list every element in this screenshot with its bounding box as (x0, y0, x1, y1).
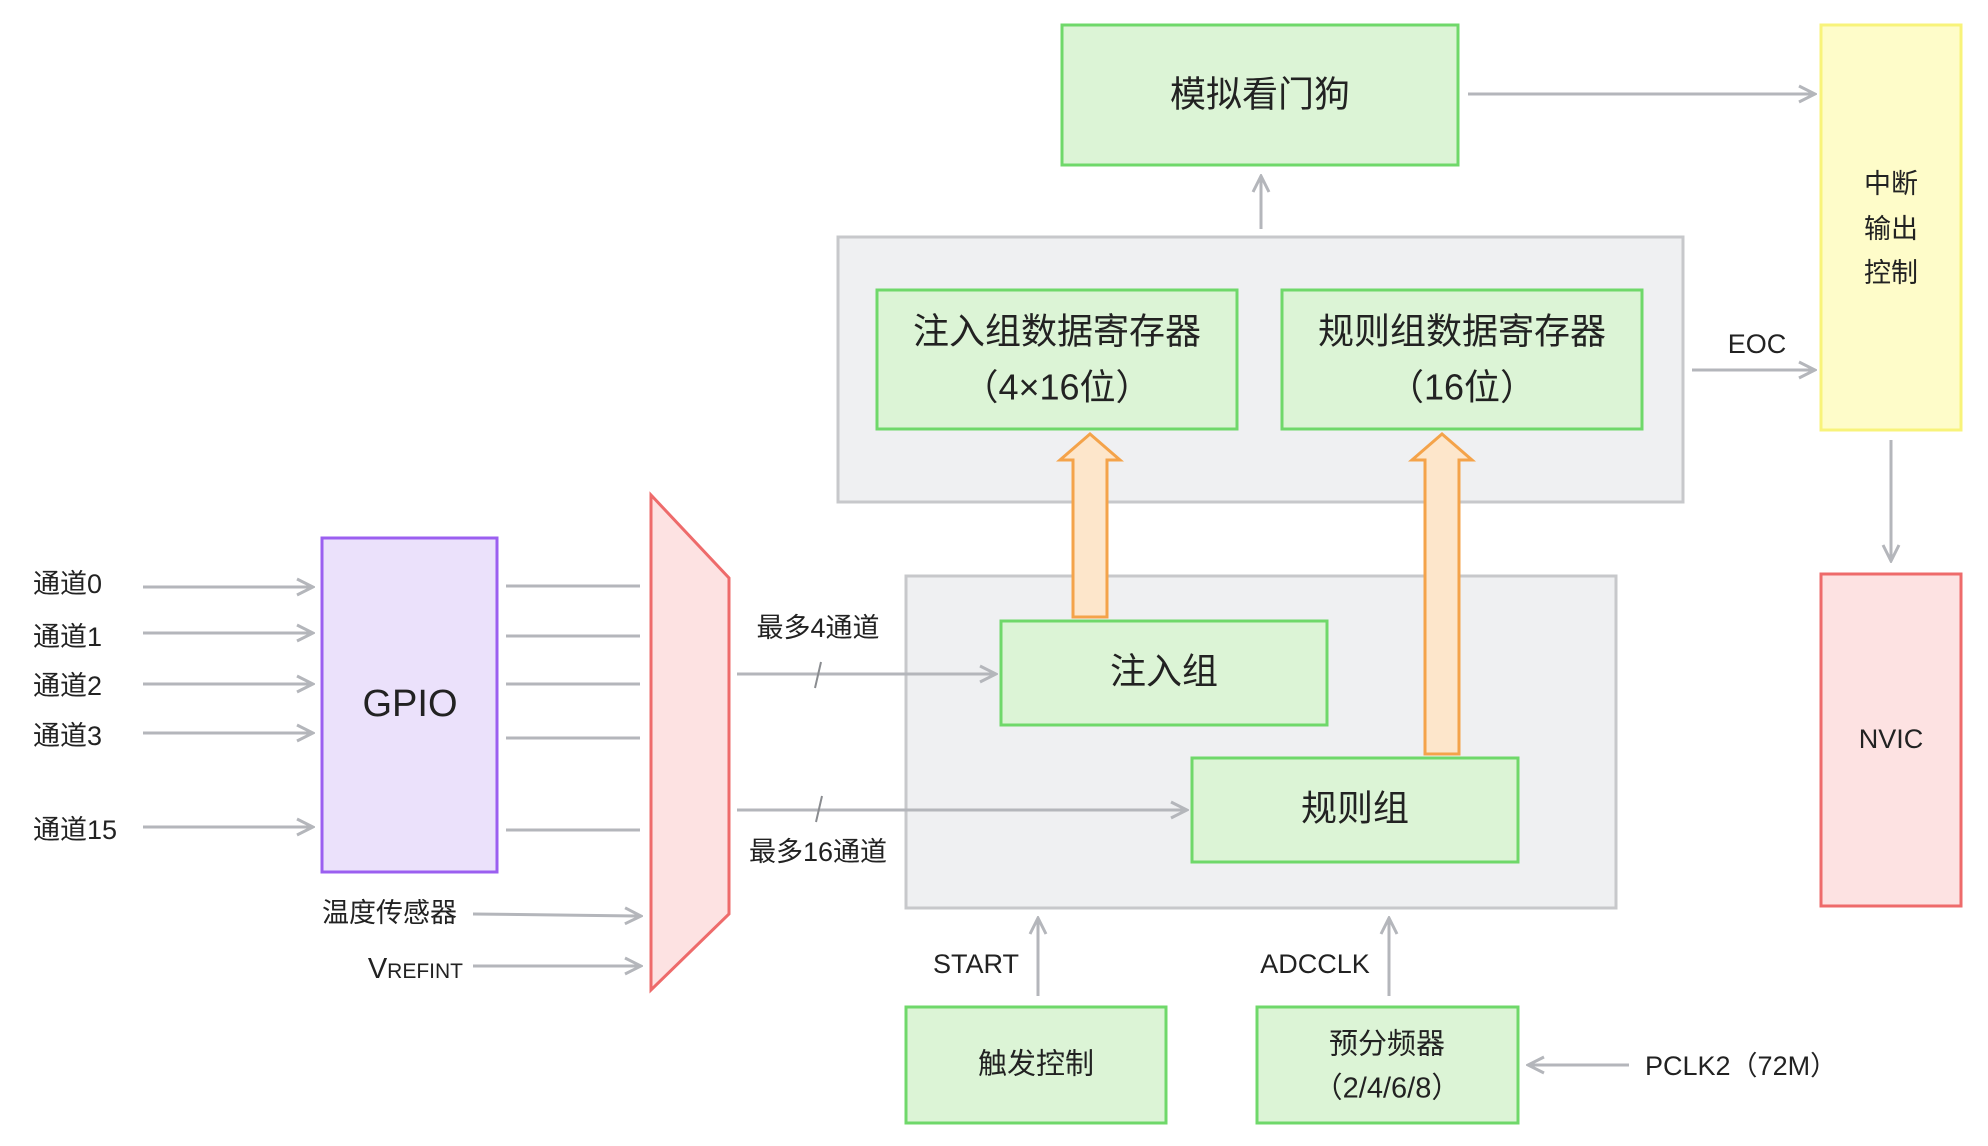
nvic-label: NVIC (1859, 724, 1924, 754)
gpio-label: GPIO (362, 683, 457, 725)
injected-data-register-box (875, 288, 1239, 431)
analog-watchdog-box (1060, 23, 1460, 167)
prescaler-box (1255, 1005, 1520, 1125)
injected-group-label: 注入组 (1110, 651, 1218, 692)
adcclk-label: ADCCLK (1260, 949, 1370, 979)
vrefint-label-v: V (368, 953, 388, 985)
analog-watchdog-label: 模拟看门狗 (1170, 74, 1350, 115)
arrow-temp-sensor (472, 914, 641, 916)
temp-sensor-label: 温度传感器 (322, 898, 457, 928)
start-label: START (933, 949, 1019, 979)
slash-injected (814, 661, 822, 689)
prescaler-label-line2: （2/4/6/8） (1314, 1073, 1461, 1105)
trigger-control-box (904, 1005, 1168, 1125)
input-label-channel-15: 通道15 (33, 815, 117, 845)
slash-regular (815, 795, 823, 823)
regular-max-label: 最多16通道 (749, 837, 887, 867)
nvic-box (1819, 572, 1963, 908)
regular-data-register-line1: 规则组数据寄存器 (1318, 311, 1606, 352)
interrupt-label-line3: 控制 (1864, 258, 1918, 288)
vrefint-label: VREFINT (368, 953, 463, 985)
analog-mux (649, 491, 731, 994)
prescaler-label-line1: 预分频器 (1329, 1028, 1445, 1061)
injected-data-register-line2: （4×16位） (962, 367, 1151, 408)
regular-group-label: 规则组 (1301, 788, 1409, 829)
regular-transfer-arrow (1407, 432, 1477, 756)
injected-transfer-arrow (1055, 432, 1125, 619)
interrupt-label-line1: 中断 (1864, 169, 1918, 199)
eoc-label: EOC (1728, 329, 1787, 359)
input-label-channel-2: 通道2 (33, 671, 102, 701)
injected-data-register-line1: 注入组数据寄存器 (913, 311, 1201, 352)
regular-data-register-line2: （16位） (1388, 367, 1536, 408)
regular-data-register-box (1280, 288, 1644, 431)
injected-max-label: 最多4通道 (756, 613, 879, 643)
input-label-channel-0: 通道0 (33, 569, 102, 599)
trigger-control-label: 触发控制 (978, 1048, 1094, 1081)
regular-group-box (1190, 756, 1520, 864)
injected-group-box (999, 619, 1329, 727)
gpio-box (320, 536, 499, 874)
interrupt-label-line2: 输出 (1864, 214, 1918, 244)
input-label-channel-1: 通道1 (33, 622, 102, 652)
vrefint-label-rest: REFINT (387, 960, 463, 983)
interrupt-output-control-box (1819, 23, 1963, 432)
input-label-channel-3: 通道3 (33, 721, 102, 751)
pclk2-label: PCLK2（72M） (1645, 1051, 1837, 1081)
